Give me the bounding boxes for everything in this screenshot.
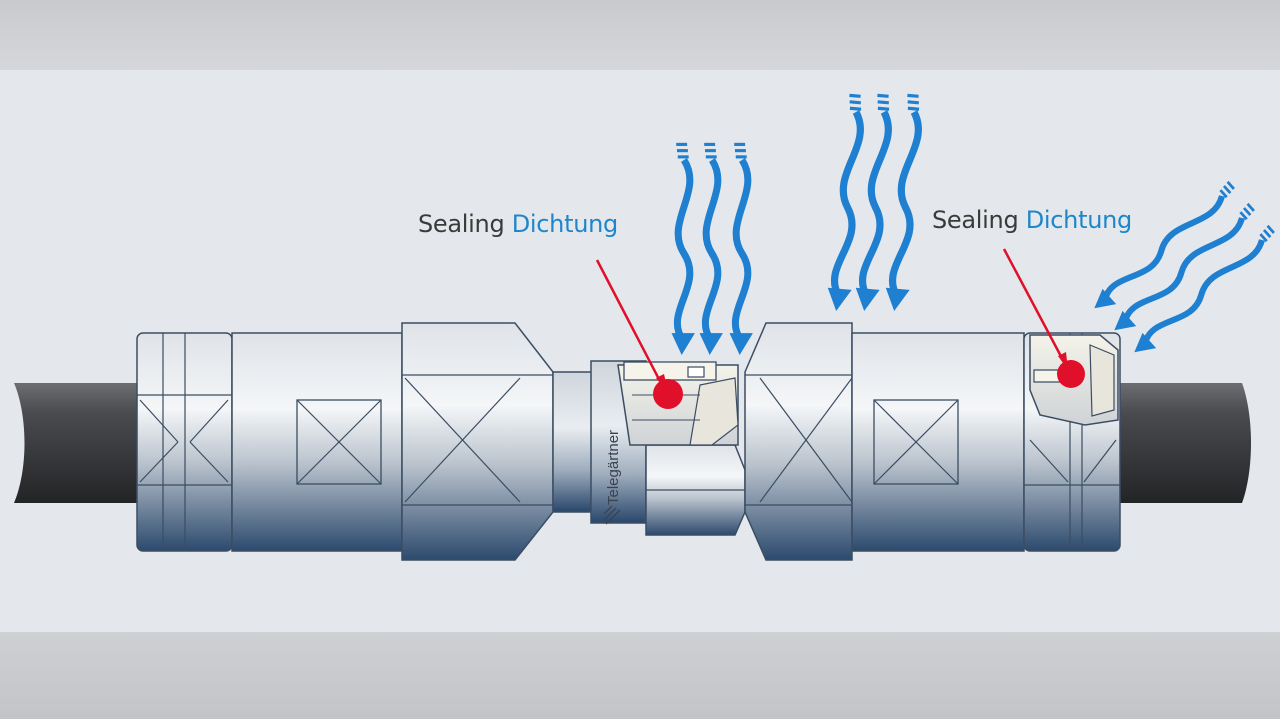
cable-left [14, 383, 150, 503]
left-connector [136, 322, 594, 561]
water-wave-arrow-icon [730, 143, 753, 355]
seal-dot-icon [1057, 360, 1085, 388]
water-wave-arrow-icon [700, 143, 723, 355]
background-bottom-band [0, 632, 1280, 719]
brand-text: Telegärtner [605, 430, 622, 505]
callout-label-de: Dichtung [1025, 206, 1133, 234]
water-wave-arrow-icon [1128, 222, 1279, 361]
brand-logo-icon [603, 505, 621, 525]
callout-sealing-left: Sealing Dichtung [418, 210, 618, 238]
pointer-line-left [595, 259, 664, 386]
water-arrows-left [672, 143, 753, 355]
pointer-line-right [1002, 248, 1066, 363]
callout-sealing-right: Sealing Dichtung [932, 206, 1132, 234]
callout-label-en: Sealing [418, 210, 505, 238]
water-wave-arrow-icon [672, 143, 695, 355]
seal-dot-icon [653, 379, 683, 409]
center-coupling [590, 360, 746, 536]
water-arrows-middle [826, 93, 927, 312]
callout-label-de: Dichtung [511, 210, 619, 238]
callout-label-en: Sealing [932, 206, 1019, 234]
right-connector [744, 322, 1121, 561]
background-top-band [0, 0, 1280, 70]
cable-right [1110, 383, 1251, 503]
